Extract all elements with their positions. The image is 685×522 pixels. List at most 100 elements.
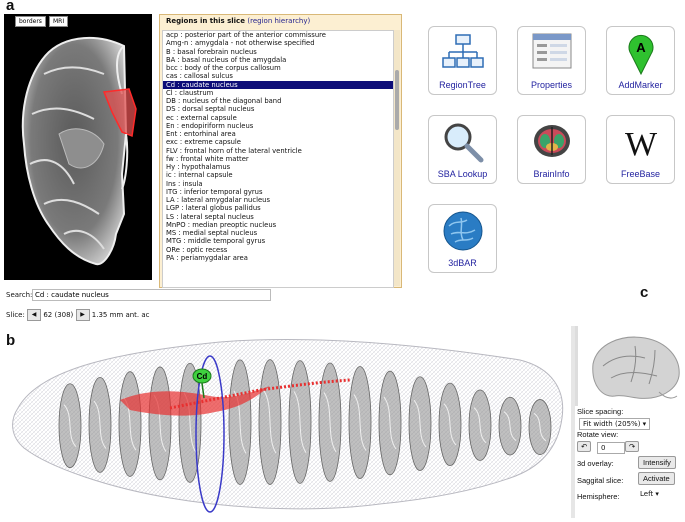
region-list-item[interactable]: MTG : middle temporal gyrus <box>166 237 266 246</box>
region-tree-button[interactable]: RegionTree <box>428 26 497 95</box>
previous-slice-button[interactable]: ◀ <box>27 309 42 321</box>
region-list-item[interactable]: PA : periamygdalar area <box>166 253 248 262</box>
slice-sulcus-line <box>473 407 487 444</box>
region-list-scrollbar[interactable] <box>394 30 400 286</box>
slice-sulcus-line <box>353 394 367 451</box>
mri-toggle-button[interactable]: MRI <box>49 16 69 27</box>
region-list[interactable]: acp : posterior part of the anterior com… <box>162 30 394 288</box>
rotate-left-button[interactable]: ↶ <box>577 441 592 452</box>
magnifier-icon <box>444 123 484 163</box>
region-list-item[interactable]: ec : external capsule <box>166 113 237 122</box>
region-list-item[interactable]: Cd : caudate nucleus <box>163 80 393 89</box>
borders-toggle-button[interactable]: borders <box>15 16 46 27</box>
slice-spacing-select[interactable]: Fit width (205%) ▾ <box>579 418 651 430</box>
slice-sulcus-line <box>233 390 247 454</box>
3d-brain-render: Cd <box>12 338 564 513</box>
panel-label-a: a <box>6 0 15 14</box>
scrollbar-thumb[interactable] <box>395 70 399 130</box>
region-hierarchy-link[interactable]: (region hierarchy) <box>247 17 311 25</box>
region-list-item[interactable]: bcc : body of the corpus callosum <box>166 64 281 72</box>
braininfo-button[interactable]: BrainInfo <box>517 115 586 184</box>
brain-slice-view[interactable]: borders MRI <box>4 14 152 280</box>
regions-header: Regions in this slice (region hierarchy) <box>166 17 310 25</box>
view-settings-panel: Slice spacing: Fit width (205%) ▾ Rotate… <box>571 326 685 518</box>
properties-label: Properties <box>530 80 573 90</box>
wiki-letter: W <box>625 126 658 163</box>
slice-spacing-label: Slice spacing: <box>577 407 624 416</box>
region-list-item[interactable]: Hy : hypothalamus <box>166 163 231 171</box>
panel-label-c: c <box>640 284 649 301</box>
region-list-item[interactable]: DB : nucleus of the diagonal band <box>166 97 282 105</box>
wikipedia-icon: W <box>625 126 658 163</box>
region-list-item[interactable]: acp : posterior part of the anterior com… <box>166 31 326 39</box>
slice-sulcus-line <box>503 411 517 441</box>
add-marker-label: AddMarker <box>618 80 663 90</box>
region-tree-icon <box>442 34 484 68</box>
activate-button[interactable]: Activate <box>638 472 675 485</box>
region-list-item[interactable]: BA : basal nucleus of the amygdala <box>166 55 287 64</box>
brain-section-icon <box>534 125 570 157</box>
region-list-item[interactable]: Amg-n : amygdala - not otherwise specifi… <box>166 39 315 48</box>
region-list-item[interactable]: fw : frontal white matter <box>166 154 249 163</box>
region-list-item[interactable]: cas : callosal sulcus <box>166 72 233 81</box>
search-input[interactable] <box>32 289 271 301</box>
region-list-item[interactable]: Ent : entorhinal area <box>166 130 236 138</box>
sba-lookup-button[interactable]: SBA Lookup <box>428 115 497 184</box>
add-marker-button[interactable]: A AddMarker <box>606 26 675 95</box>
region-list-item[interactable]: LS : lateral septal nucleus <box>166 212 254 221</box>
caudate-highlight <box>120 378 351 416</box>
region-list-item[interactable]: En : endopiriform nucleus <box>166 121 254 130</box>
region-tree-label: RegionTree <box>439 80 486 90</box>
region-list-item[interactable]: ic : internal capsule <box>166 171 233 180</box>
region-list-item[interactable]: Ins : insula <box>166 179 203 188</box>
hemisphere-select[interactable]: Left ▾ <box>637 489 662 499</box>
region-list-item[interactable]: ORe : optic recess <box>166 245 228 254</box>
region-list-item[interactable]: ITG : inferior temporal gyrus <box>166 187 263 196</box>
region-list-item[interactable]: B : basal forebrain nucleus <box>166 47 257 56</box>
region-list-item[interactable]: Cl : claustrum <box>166 88 214 97</box>
slice-sulcus-line <box>533 412 547 442</box>
region-list-item[interactable]: FLV : frontal horn of the lateral ventri… <box>166 146 302 155</box>
region-list-item[interactable]: exc : extreme capsule <box>166 138 241 147</box>
hemisphere-value: Left <box>640 490 654 498</box>
regions-title: Regions in this slice <box>166 17 245 25</box>
side-panel-scrollbar[interactable] <box>571 326 575 518</box>
slice-position: 1.35 mm ant. ac <box>91 311 150 319</box>
3dbar-button[interactable]: 3dBAR <box>428 204 497 273</box>
3d-reconstruction-view[interactable]: Cd <box>0 338 568 518</box>
map-marker-icon: A <box>628 34 654 76</box>
slice-sulcus-line <box>63 404 77 448</box>
rotate-right-button[interactable]: ↷ <box>625 441 640 452</box>
region-list-item[interactable]: MnPO : median preoptic nucleus <box>166 220 277 229</box>
hemisphere-label: Hemisphere: <box>577 492 620 501</box>
slice-sulcus-line <box>263 390 277 454</box>
slice-sulcus-line <box>413 399 427 448</box>
region-list-item[interactable]: LGP : lateral globus pallidus <box>166 204 261 213</box>
3d-brain-icon <box>443 211 483 251</box>
properties-icon <box>532 33 572 69</box>
3dbar-label: 3dBAR <box>448 258 477 268</box>
sagittal-slice-label: Saggital slice: <box>577 476 624 485</box>
rotate-value-field[interactable]: 0 <box>597 442 625 454</box>
brain-thumbnail[interactable] <box>575 326 685 406</box>
slice-spacing-value: Fit width (205%) <box>583 420 641 428</box>
marker-label: Cd <box>197 372 208 381</box>
coronal-slice-image <box>21 36 137 266</box>
region-list-item[interactable]: LA : lateral amygdalar nucleus <box>166 196 270 204</box>
slice-sulcus-line <box>443 403 457 446</box>
search-label: Search: <box>6 291 33 299</box>
freebase-label: FreeBase <box>620 169 661 179</box>
intensify-button[interactable]: Intensify <box>638 456 676 469</box>
region-list-item[interactable]: MS : medial septal nucleus <box>166 229 258 237</box>
region-list-item[interactable]: DS : dorsal septal nucleus <box>166 105 255 114</box>
properties-button[interactable]: Properties <box>517 26 586 95</box>
freebase-button[interactable]: W FreeBase <box>606 115 675 184</box>
slice-sulcus-line <box>293 391 307 453</box>
3d-overlay-label: 3d overlay: <box>577 459 614 468</box>
slice-label: Slice: <box>6 311 25 319</box>
slice-row: Slice: ◀ 62 (308) ▶ 1.35 mm ant. ac <box>6 309 150 321</box>
slice-sulcus-line <box>383 396 397 450</box>
region-marker[interactable]: Cd <box>192 368 212 399</box>
next-slice-button[interactable]: ▶ <box>75 309 90 321</box>
slice-number: 62 (308) <box>43 311 74 319</box>
